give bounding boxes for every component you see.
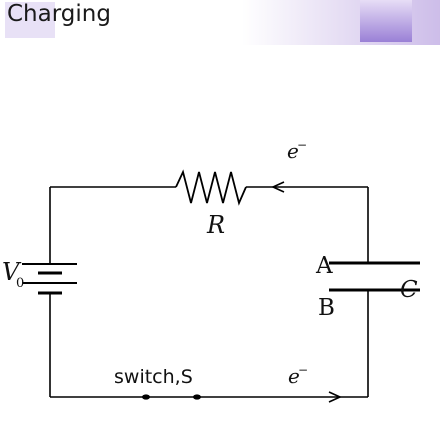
electron-flow-arrow-bottom: [328, 391, 342, 403]
capacitor-label: C: [400, 277, 418, 303]
switch-contact-left: [142, 394, 150, 400]
title-highlight: [5, 2, 55, 38]
voltage-subscript: 0: [16, 276, 24, 291]
electron-label-bottom: e: [288, 364, 300, 388]
electron-flow-arrow-top: [271, 181, 285, 193]
banner-title: Charging: [7, 1, 111, 27]
decorative-square: [360, 0, 412, 42]
banner-background: [0, 0, 440, 45]
electron-charge-top: −: [297, 138, 307, 152]
switch-contact-right: [193, 394, 201, 400]
electron-charge-bottom: −: [298, 363, 308, 377]
voltage-label: V: [2, 258, 22, 286]
switch-label: switch,S: [114, 366, 193, 388]
title-banner: Charging: [0, 0, 440, 48]
electron-label-top: e: [287, 139, 299, 163]
resistor: [175, 169, 247, 206]
resistor-label: R: [206, 211, 225, 239]
plate-a-label: A: [315, 253, 333, 279]
plate-b-label: B: [318, 295, 335, 321]
